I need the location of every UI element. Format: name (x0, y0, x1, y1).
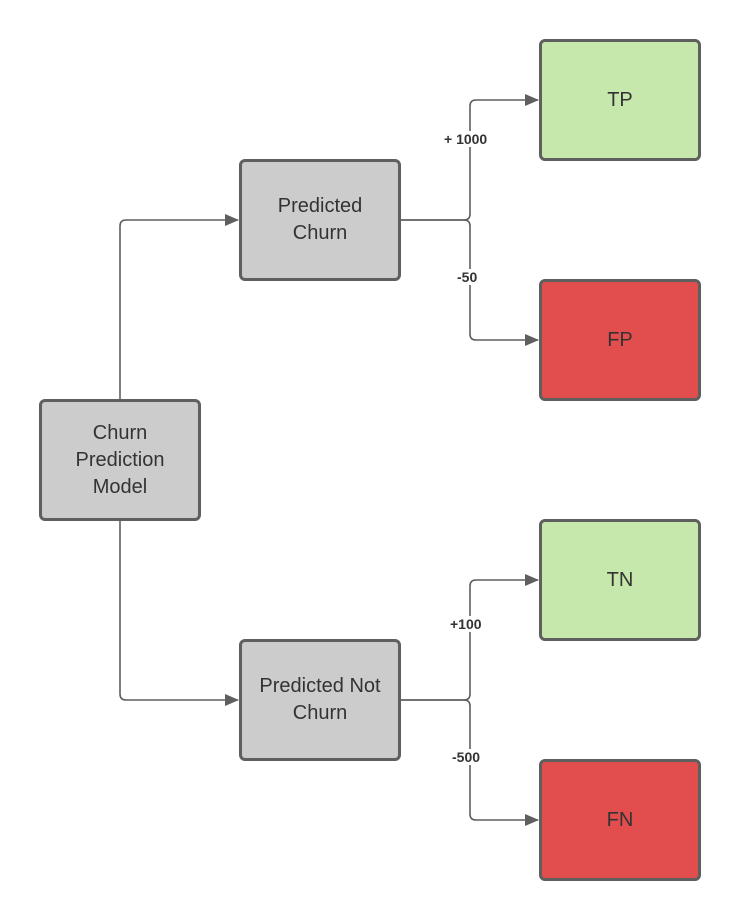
edge-label-tn: +100 (449, 616, 483, 632)
node-label: FN (606, 808, 634, 831)
node-label-line: Predicted Not (259, 675, 381, 697)
node-label-line: Churn (92, 421, 148, 444)
node-tp: TP (539, 39, 701, 161)
node-label: FP (607, 328, 633, 351)
edge-model-to-predicted-churn (119, 214, 239, 400)
node-fp: FP (539, 279, 701, 401)
node-tn: TN (539, 519, 701, 641)
node-churn-prediction-model: Churn Prediction Model (39, 399, 201, 521)
node-label-line: Predicted (277, 195, 363, 217)
node-label: TP (607, 88, 633, 111)
node-label-line: Prediction (75, 448, 165, 471)
edge-label-tp: + 1000 (443, 131, 489, 147)
node-label-line: Churn (292, 222, 348, 244)
edge-predicted-not-churn-to-tn (400, 574, 539, 701)
node-label-line: Churn (292, 702, 348, 724)
edge-predicted-churn-to-tp (400, 94, 539, 221)
node-predicted-churn: Predicted Churn (239, 159, 401, 281)
node-predicted-not-churn: Predicted Not Churn (239, 639, 401, 761)
edge-label-fp: -50 (456, 269, 479, 285)
node-label-line: Model (92, 475, 148, 498)
edge-model-to-predicted-not-churn (119, 520, 239, 706)
edge-label-fn: -500 (451, 749, 482, 765)
node-fn: FN (539, 759, 701, 881)
node-label: TN (606, 568, 634, 591)
